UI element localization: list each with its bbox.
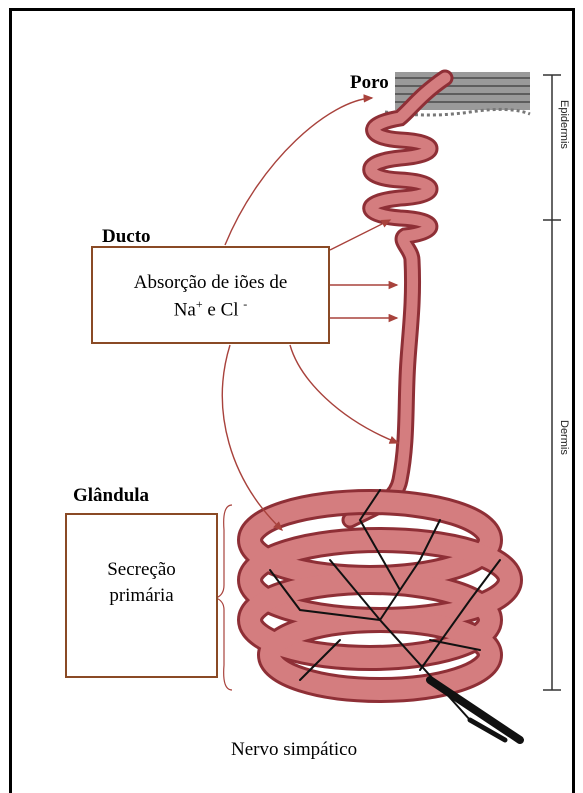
nerve-label: Nervo simpático (231, 739, 357, 761)
absorption-box: Absorção de iões de Na+ e Cl - (91, 246, 330, 344)
duct-label: Ducto (102, 226, 151, 248)
depth-scale (543, 75, 561, 690)
absorption-line1: Absorção de iões de (93, 270, 328, 296)
gland-label: Glândula (73, 485, 149, 507)
secretion-box: Secreção primária (65, 513, 218, 678)
chloride-charge: - (243, 297, 247, 311)
absorption-line2: Na+ e Cl - (93, 296, 328, 323)
gland-coil (250, 490, 520, 740)
pore-label: Poro (350, 72, 389, 94)
dermis-label: Dermis (558, 420, 570, 455)
sodium-charge: + (196, 297, 203, 311)
sweat-duct (350, 78, 445, 520)
chloride-text: e Cl (203, 299, 244, 320)
gland-bracket (216, 505, 232, 690)
sodium-text: Na (174, 299, 196, 320)
secretion-line2: primária (67, 583, 216, 609)
secretion-line1: Secreção (67, 557, 216, 583)
epidermis-label: Epidermis (558, 100, 570, 149)
